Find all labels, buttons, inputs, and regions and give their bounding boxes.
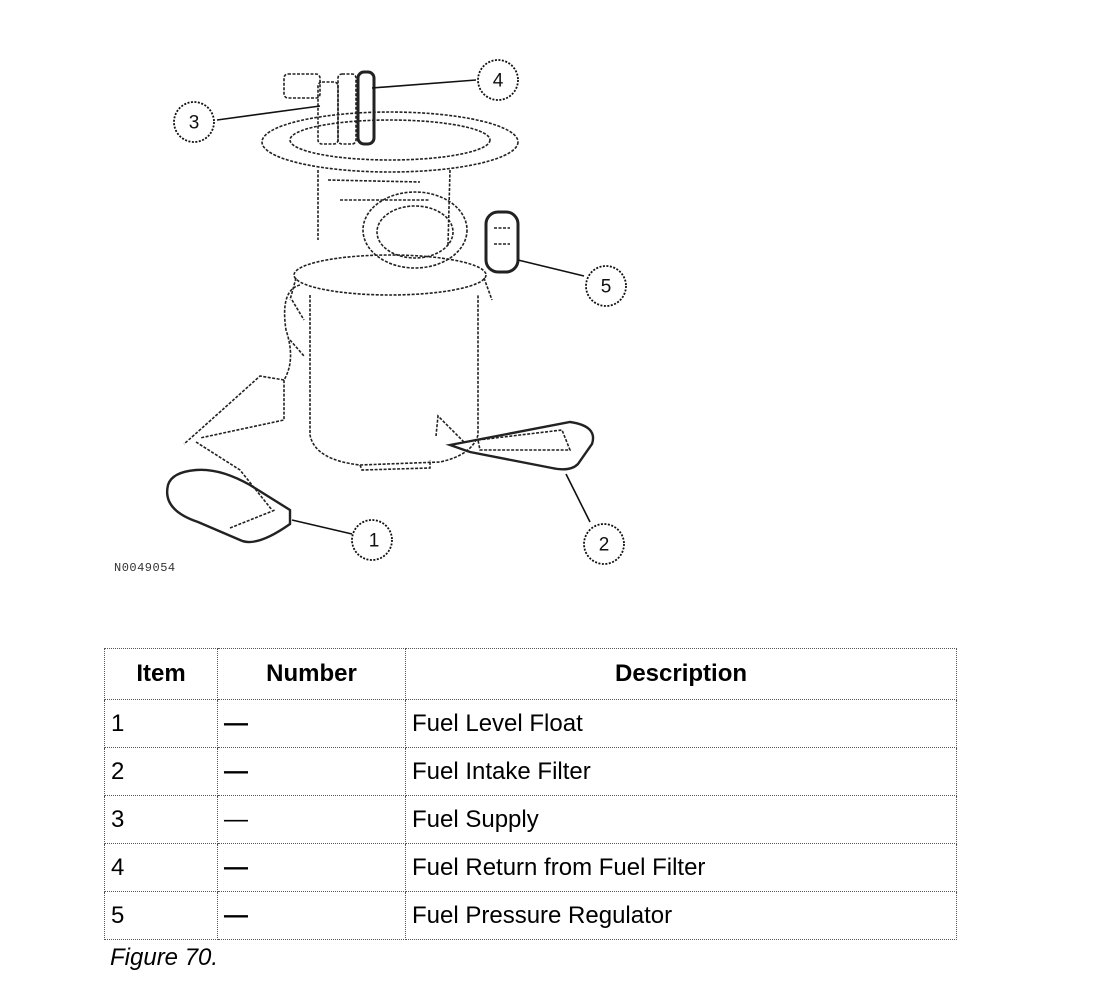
cell-number: — <box>217 747 406 796</box>
callout-circle-2 <box>583 523 625 565</box>
callout-circle-5 <box>585 265 627 307</box>
leader-line-1 <box>291 519 353 535</box>
cell-number: — <box>217 795 406 844</box>
callout-circle-4 <box>477 59 519 101</box>
table-row: 1 — Fuel Level Float <box>104 699 957 748</box>
fuel-pump-module-drawing: 1 2 3 4 5 N0049054 <box>114 59 627 575</box>
pump-motor <box>362 191 468 269</box>
table-row: 4 — Fuel Return from Fuel Filter <box>104 843 957 892</box>
cell-description: Fuel Intake Filter <box>405 747 957 796</box>
fuel-return-fitting <box>356 70 376 146</box>
drawing-code: N0049054 <box>114 561 176 575</box>
table-row: 2 — Fuel Intake Filter <box>104 747 957 796</box>
table-header-row: Item Number Description <box>104 648 957 700</box>
leader-line-3 <box>216 105 321 121</box>
callout-label-1: 1 <box>369 531 380 552</box>
cell-description: Fuel Level Float <box>405 699 957 748</box>
leader-line-2 <box>565 473 591 523</box>
callout-label-5: 5 <box>601 277 612 298</box>
fuel-intake-filter <box>445 420 595 471</box>
callout-label-2: 2 <box>599 535 610 556</box>
header-description: Description <box>405 648 957 700</box>
cell-description: Fuel Return from Fuel Filter <box>405 843 957 892</box>
cell-description: Fuel Pressure Regulator <box>405 891 957 940</box>
cell-item: 4 <box>104 843 218 892</box>
cell-item: 3 <box>104 795 218 844</box>
header-number: Number <box>217 648 406 700</box>
pressure-regulator <box>484 210 520 274</box>
fuel-pump-module-illustration: 1 2 3 4 5 N0049054 <box>100 40 660 600</box>
cell-description: Fuel Supply <box>405 795 957 844</box>
cell-item: 2 <box>104 747 218 796</box>
table-row: 3 — Fuel Supply <box>104 795 957 844</box>
cell-number: — <box>217 843 406 892</box>
cell-number: — <box>217 699 406 748</box>
fuel-reservoir <box>309 295 479 466</box>
callout-label-3: 3 <box>189 113 200 134</box>
cell-number: — <box>217 891 406 940</box>
fuel-supply-fitting <box>317 81 339 145</box>
callout-circle-1 <box>351 519 393 561</box>
leader-line-5 <box>517 259 585 277</box>
leader-line-4 <box>371 79 477 89</box>
cell-item: 5 <box>104 891 218 940</box>
table-row: 5 — Fuel Pressure Regulator <box>104 891 957 940</box>
callout-label-4: 4 <box>493 71 504 92</box>
cell-item: 1 <box>104 699 218 748</box>
fuel-level-float <box>165 468 292 544</box>
figure-caption: Figure 70. <box>110 944 219 971</box>
header-item: Item <box>104 648 218 700</box>
mounting-flange <box>261 111 519 173</box>
callout-circle-3 <box>173 101 215 143</box>
parts-table: Item Number Description 1 — Fuel Level F… <box>104 648 957 940</box>
